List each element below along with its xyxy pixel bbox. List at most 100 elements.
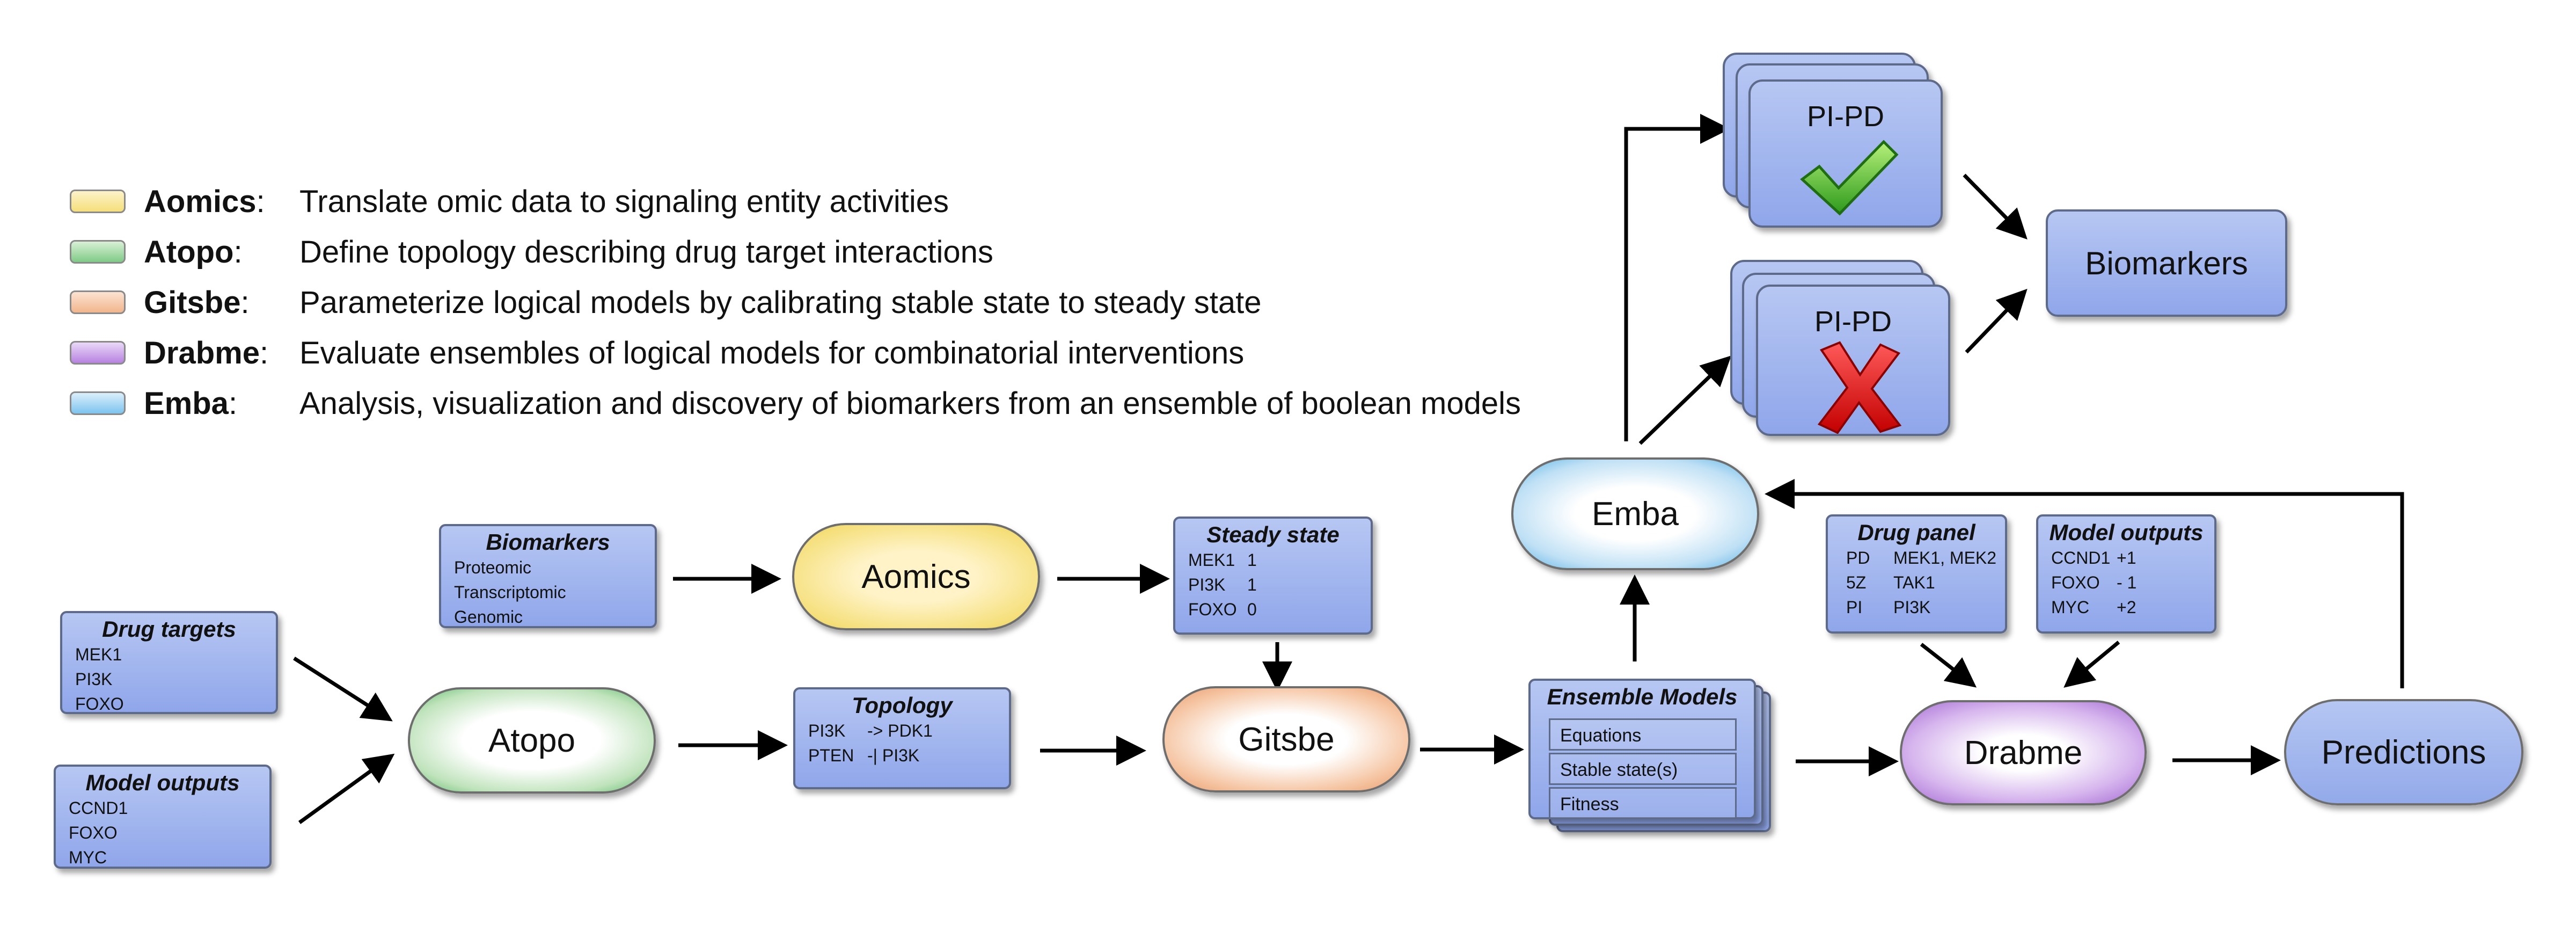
drug-panel-box: Drug panel PD MEK1, MEK2 5Z TAK1 PI PI3K — [1826, 514, 2007, 634]
steady-state-value: 1 — [1247, 575, 1257, 594]
drabme-node: Drabme — [1900, 700, 2147, 805]
arrow-pipdgood-biomarkers — [1963, 173, 2028, 239]
arrow-modeloutputs-atopo — [298, 753, 395, 824]
topology-row: PTEN-| PI3K — [808, 743, 1009, 768]
legend-desc-atopo: Define topology describing drug target i… — [299, 234, 993, 270]
drug-target-item: FOXO — [75, 694, 124, 714]
steady-state-row: MEK1 1 — [1188, 548, 1371, 572]
legend-name-gitsbe: Gitsbe — [144, 285, 241, 320]
drug-panel-row: PD MEK1, MEK2 — [1846, 545, 2005, 570]
emba-swatch — [70, 391, 126, 415]
legend-name-aomics: Aomics — [144, 184, 257, 219]
topology-source: PI3K — [808, 721, 846, 740]
model-output-value: +1 — [2117, 548, 2136, 568]
drug-name: 5Z — [1846, 573, 1867, 592]
drabme-swatch — [70, 341, 126, 365]
biomarkers-output-box: Biomarkers — [2046, 209, 2287, 317]
drug-target-item: MEK1 — [75, 645, 122, 664]
legend-name-drabme: Drabme — [144, 335, 260, 370]
legend-colon: : — [256, 184, 265, 219]
legend-desc-gitsbe: Parameterize logical models by calibrati… — [299, 285, 1262, 320]
steady-state-row: PI3K 1 — [1188, 572, 1371, 597]
steady-state-node: MEK1 — [1188, 550, 1235, 570]
arrow-drugtargets-atopo — [293, 657, 393, 722]
legend-row-drabme: Drabme: Evaluate ensembles of logical mo… — [70, 329, 1244, 377]
arrow-drugpanel-drabme — [1920, 643, 1977, 688]
topology-target: -| PI3K — [867, 746, 920, 765]
drug-name: PI — [1846, 598, 1863, 617]
drug-target: MEK1, MEK2 — [1893, 548, 1997, 568]
topology-box: Topology PI3K -> PDK1 PTEN-| PI3K — [793, 687, 1011, 789]
model-output-value: +2 — [2117, 598, 2136, 617]
model-output-item: MYC — [69, 848, 107, 867]
drug-name: PD — [1846, 548, 1870, 568]
drug-target-item: PI3K — [75, 670, 113, 689]
ensemble-field-stable-states: Stable state(s) — [1549, 753, 1737, 785]
model-outputs-right-box: Model outputs CCND1 +1 FOXO - 1 MYC +2 — [2036, 514, 2216, 634]
drug-target: TAK1 — [1893, 573, 1935, 592]
legend-row-atopo: Atopo: Define topology describing drug t… — [70, 228, 993, 276]
steady-state-value: 1 — [1247, 550, 1257, 570]
arrow-emba-pipd-bad — [1638, 355, 1732, 445]
steady-state-node: PI3K — [1188, 575, 1226, 594]
arrow-pipdbad-biomarkers — [1965, 288, 2028, 354]
predictions-node: Predictions — [2284, 699, 2523, 805]
legend-colon: : — [233, 234, 243, 270]
ensemble-field-equations: Equations — [1549, 718, 1737, 751]
biomarker-type-item: Genomic — [454, 607, 523, 627]
model-output-row: FOXO - 1 — [2051, 570, 2214, 595]
ensemble-field-fitness: Fitness — [1549, 787, 1737, 819]
pipd-good-card: PI-PD — [1748, 79, 1943, 228]
arrow-modeloutputs-drabme — [2063, 641, 2120, 688]
model-output-item: CCND1 — [69, 798, 128, 818]
model-output-value: - 1 — [2117, 573, 2137, 592]
legend-colon: : — [228, 386, 238, 421]
biomarker-type-item: Proteomic — [454, 558, 532, 577]
legend-row-gitsbe: Gitsbe: Parameterize logical models by c… — [70, 278, 1261, 326]
drug-target: PI3K — [1893, 598, 1931, 617]
gitsbe-node: Gitsbe — [1162, 686, 1410, 792]
topology-target: -> PDK1 — [867, 721, 933, 740]
pipd-good-label: PI-PD — [1806, 100, 1885, 133]
legend-desc-drabme: Evaluate ensembles of logical models for… — [299, 335, 1245, 370]
legend-desc-emba: Analysis, visualization and discovery of… — [299, 386, 1521, 421]
arrow-predictions-emba — [1765, 479, 2404, 688]
ensemble-models-title: Ensemble Models — [1547, 684, 1738, 709]
topology-title: Topology — [852, 693, 953, 718]
arrow-emba-pipd-good — [1624, 114, 1730, 441]
legend-row-emba: Emba: Analysis, visualization and discov… — [70, 379, 1521, 427]
emba-node: Emba — [1511, 457, 1759, 570]
atopo-swatch — [70, 240, 126, 264]
legend-name-atopo: Atopo — [144, 234, 234, 270]
topology-row: PI3K -> PDK1 — [808, 718, 1009, 743]
legend-desc-aomics: Translate omic data to signaling entity … — [299, 184, 949, 219]
checkmark-icon — [1800, 140, 1899, 216]
drug-targets-box: Drug targets MEK1 PI3K FOXO — [60, 611, 278, 714]
model-outputs-left-title: Model outputs — [85, 770, 240, 795]
pipd-bad-card: PI-PD — [1756, 285, 1950, 436]
pipd-bad-label: PI-PD — [1814, 306, 1892, 338]
drug-panel-row: PI PI3K — [1846, 595, 2005, 620]
biomarkers-input-title: Biomarkers — [486, 529, 610, 555]
model-outputs-right-title: Model outputs — [2049, 520, 2204, 545]
biomarkers-input-box: Biomarkers Proteomic Transcriptomic Geno… — [439, 524, 657, 628]
drug-panel-row: 5Z TAK1 — [1846, 570, 2005, 595]
aomics-swatch — [70, 190, 126, 213]
atopo-node: Atopo — [408, 687, 656, 794]
model-output-row: CCND1 +1 — [2051, 545, 2214, 570]
legend-row-aomics: Aomics: Translate omic data to signaling… — [70, 177, 949, 226]
drug-panel-title: Drug panel — [1857, 520, 1975, 545]
model-output-node: CCND1 — [2051, 548, 2111, 568]
model-output-node: MYC — [2051, 598, 2090, 617]
gitsbe-swatch — [70, 290, 126, 314]
model-output-item: FOXO — [69, 823, 118, 842]
steady-state-node: FOXO — [1188, 600, 1237, 619]
model-outputs-left-box: Model outputs CCND1 FOXO MYC — [54, 765, 272, 869]
model-output-node: FOXO — [2051, 573, 2100, 592]
legend-colon: : — [259, 335, 269, 370]
aomics-node: Aomics — [792, 523, 1040, 630]
drug-targets-title: Drug targets — [102, 616, 236, 642]
